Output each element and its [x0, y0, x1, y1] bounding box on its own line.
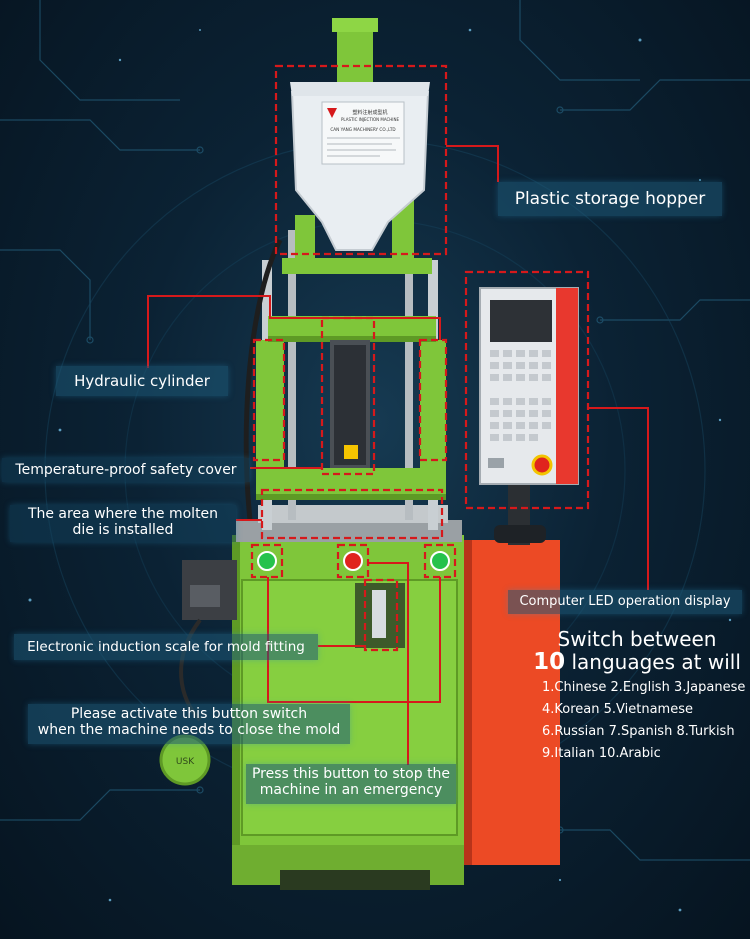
- languages-title-rest: languages at will: [565, 650, 741, 674]
- top-beam-bracket: [295, 215, 315, 260]
- label-plastic-storage-hopper: Plastic storage hopper: [498, 182, 722, 216]
- language-line-1: 1.Chinese 2.English 3.Japanese: [542, 680, 746, 695]
- emergency-stop-button[interactable]: [343, 551, 363, 571]
- annotation-leaders: [147, 145, 649, 765]
- hopper-cap: [332, 18, 378, 32]
- label-electronic-induction-scale: Electronic induction scale for mold fitt…: [14, 634, 318, 660]
- nameplate-spec-lines: [327, 137, 400, 157]
- lower-body-edge: [232, 535, 240, 845]
- panel-key-switch[interactable]: [488, 458, 504, 468]
- label-close-mold-line-1: Please activate this button switch: [70, 706, 308, 722]
- frame-hopper: [274, 64, 448, 256]
- language-line-2: 4.Korean 5.Vietnamese: [542, 702, 693, 717]
- label-emergency-stop-line-1: Press this button to stop the: [251, 766, 451, 782]
- label-close-mold-button: Please activate this button switch when …: [28, 704, 350, 744]
- label-computer-led-display: Computer LED operation display: [508, 590, 742, 614]
- warning-sticker-1: [344, 445, 358, 459]
- cabinet-shadow: [462, 540, 472, 865]
- leader-hopper: [446, 145, 499, 182]
- frame-display: [464, 270, 590, 510]
- tie-bar-right: [405, 230, 413, 520]
- leader-display: [588, 407, 649, 590]
- label-close-mold-line-2: when the machine needs to close the mold: [37, 722, 341, 739]
- label-die-area-line-1: The area where the molten: [27, 506, 219, 522]
- scale-window-inner: [372, 590, 386, 638]
- top-beam: [282, 258, 432, 274]
- nameplate-line-2: PLASTIC INJECTION MACHINE: [341, 117, 399, 122]
- frame-button-center: [336, 543, 370, 579]
- language-line-3: 6.Russian 7.Spanish 8.Turkish: [542, 724, 735, 739]
- hopper-lid: [290, 82, 430, 96]
- panel-emergency-knob[interactable]: [531, 454, 553, 476]
- hydraulic-hose: [243, 238, 283, 521]
- tie-bar-left-2: [288, 230, 296, 520]
- languages-title-line-1: Switch between: [557, 627, 717, 651]
- upper-platen-shadow: [268, 336, 436, 342]
- panel-red-side: [556, 288, 578, 484]
- frame-scale: [363, 578, 399, 652]
- panel-screen: [490, 300, 552, 342]
- languages-count: 10: [533, 649, 566, 675]
- panel-stand-ring: [494, 525, 546, 543]
- pump-valve: [190, 585, 220, 607]
- languages-title-line-2: 10 languages at will: [530, 649, 744, 675]
- hopper-logo: [327, 108, 337, 118]
- star-specks: [28, 28, 732, 912]
- top-beam-bracket-2: [392, 200, 414, 260]
- label-temperature-proof-safety-cover: Temperature-proof safety cover: [2, 458, 250, 482]
- nameplate-line-3: CAN YANG MACHINERY CO.,LTD: [330, 127, 395, 132]
- base-foot: [280, 870, 430, 890]
- label-hydraulic-cylinder: Hydraulic cylinder: [56, 366, 228, 396]
- work-table: [236, 520, 462, 542]
- close-mold-button-left[interactable]: [257, 551, 277, 571]
- leader-cylinder: [147, 295, 441, 368]
- side-dial-label: USK: [176, 757, 195, 767]
- label-emergency-stop: Press this button to stop the machine in…: [246, 764, 456, 804]
- languages-title: Switch between 10 languages at will: [530, 628, 744, 675]
- column-right: [420, 340, 446, 470]
- work-table-top: [258, 505, 448, 523]
- label-die-area-line-2: die is installed: [72, 522, 174, 539]
- frame-die-area: [260, 488, 444, 540]
- frame-cylinder-left: [252, 338, 286, 462]
- moving-platen-shadow: [256, 494, 446, 500]
- column-left: [256, 340, 284, 470]
- frame-cylinder-right: [418, 338, 448, 462]
- label-die-area: The area where the molten die is install…: [10, 505, 236, 542]
- nameplate-line-1: 塑料注射成型机: [352, 109, 387, 116]
- leader-stop: [368, 562, 409, 765]
- hopper-nameplate: [321, 101, 405, 165]
- label-emergency-stop-line-2: machine in an emergency: [259, 782, 443, 799]
- panel-keypad[interactable]: [490, 350, 551, 441]
- language-line-4: 9.Italian 10.Arabic: [542, 746, 661, 761]
- close-mold-button-right[interactable]: [430, 551, 450, 571]
